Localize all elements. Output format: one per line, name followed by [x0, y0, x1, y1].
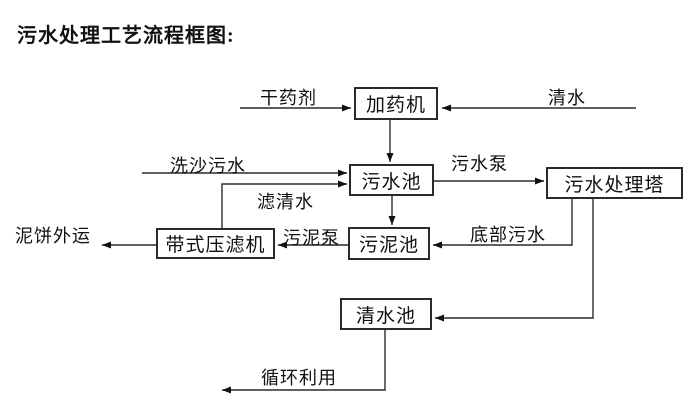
- node-sewage-pool: 污水池: [349, 164, 434, 196]
- page-title: 污水处理工艺流程框图:: [17, 25, 235, 47]
- label-bottom-sewage: 底部污水: [470, 225, 546, 245]
- node-sludge-pool: 污泥池: [348, 227, 430, 260]
- edge-clean-pool-to-recycling: [222, 330, 386, 394]
- label-recycling: 循环利用: [261, 368, 337, 388]
- edge-tower-bottom-sewage-to-sludge-pool: [433, 199, 573, 249]
- label-filtered-water: 滤清水: [257, 192, 314, 212]
- label-mud-cake-out: 泥饼外运: [15, 226, 91, 246]
- label-sand-washing-sewage: 洗沙污水: [170, 156, 246, 176]
- node-clean-water-pool: 清水池: [340, 298, 432, 330]
- node-dosing-machine: 加药机: [354, 87, 438, 120]
- node-treatment-tower: 污水处理塔: [546, 167, 683, 199]
- edge-tower-to-clean-pool: [435, 199, 594, 322]
- label-dry-chemical: 干药剂: [260, 88, 317, 108]
- node-belt-filter-press: 带式压滤机: [156, 228, 275, 259]
- edge-filtered-water-to-sewage-pool: [221, 180, 347, 228]
- label-sewage-pump: 污水泵: [451, 154, 508, 174]
- label-sludge-pump: 污泥泵: [283, 228, 340, 248]
- label-clean-water: 清水: [548, 88, 586, 108]
